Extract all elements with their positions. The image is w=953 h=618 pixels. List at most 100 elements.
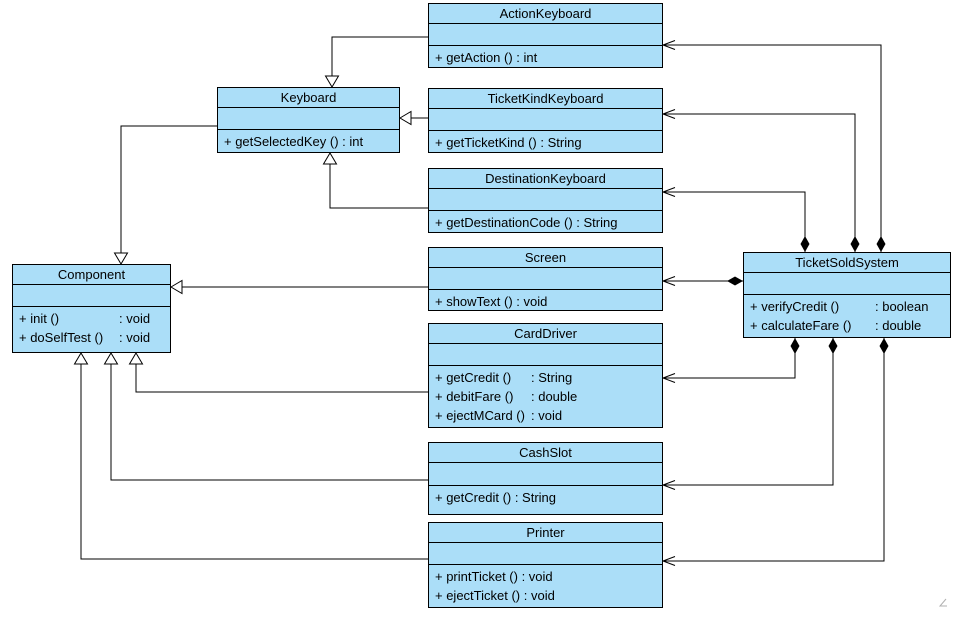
method-row: + printTicket () : void xyxy=(435,567,660,586)
method-row: + debitFare () : double xyxy=(435,387,660,406)
method-return-type: : void xyxy=(531,408,563,423)
connector-printer-extends-component[interactable] xyxy=(73,352,429,560)
connector-line xyxy=(80,353,428,560)
open-arrowhead-icon xyxy=(661,109,676,119)
composition-diamond-icon xyxy=(879,338,889,354)
open-arrowhead-icon xyxy=(661,556,676,566)
class-methods-compartment: + getCredit () : String + debitFare () : do… xyxy=(429,366,662,425)
class-box-carddriver[interactable]: CardDriver+ getCredit (): String+ debitF… xyxy=(428,323,663,428)
class-box-printer[interactable]: Printer+ printTicket () : void+ ejectTic… xyxy=(428,522,663,608)
class-methods-compartment: + showText () : void xyxy=(429,290,662,311)
connector-screen-extends-component[interactable] xyxy=(170,279,428,295)
class-title: TicketSoldSystem xyxy=(744,253,950,273)
connector-line xyxy=(135,353,428,393)
method-row: + ejectTicket () : void xyxy=(435,586,660,605)
class-attributes-compartment xyxy=(13,285,170,307)
class-methods-compartment: + getSelectedKey () : int xyxy=(218,130,399,151)
method-row: + ejectMCard (): void xyxy=(435,406,660,425)
method-signature: + getDestinationCode () : String xyxy=(435,215,618,230)
composition-diamond-icon xyxy=(800,236,810,252)
method-return-type: : void xyxy=(119,311,151,326)
class-box-actionkeyboard[interactable]: ActionKeyboard + getAction () : int xyxy=(428,3,663,68)
connector-ticketkindkeyboard-extends-keyboard[interactable] xyxy=(399,110,428,126)
inheritance-triangle-icon xyxy=(324,75,340,88)
method-return-type: : void xyxy=(119,330,151,345)
class-methods-compartment: + printTicket () : void+ ejectTicket () … xyxy=(429,565,662,605)
class-methods-compartment: + getTicketKind () : String xyxy=(429,131,662,152)
class-box-ticketsoldsystem[interactable]: TicketSoldSystem + verifyCredit () : boole… xyxy=(743,252,951,338)
method-signature: + verifyCredit () xyxy=(750,299,840,314)
composition-diamond-icon xyxy=(850,236,860,252)
inheritance-triangle-icon xyxy=(103,352,119,365)
class-attributes-compartment xyxy=(429,24,662,46)
class-box-keyboard[interactable]: Keyboard+ getSelectedKey () : int xyxy=(217,87,400,153)
method-return-type: : boolean xyxy=(875,299,929,314)
class-attributes-compartment xyxy=(429,109,662,131)
method-return-type: : double xyxy=(531,389,578,404)
method-signature: + showText () : void xyxy=(435,294,548,309)
class-box-ticketkindkeyboard[interactable]: TicketKindKeyboard + getTicketKind () : S… xyxy=(428,88,663,153)
connector-actionkeyboard-extends-keyboard[interactable] xyxy=(324,36,429,88)
connector-ticketsoldsystem-composes-ticketkindkeyboard[interactable] xyxy=(661,109,860,253)
method-signature: + init () xyxy=(19,311,60,326)
class-title: TicketKindKeyboard xyxy=(429,89,662,109)
open-arrowhead-icon xyxy=(661,276,676,286)
connector-ticketsoldsystem-composes-destinationkeyboard[interactable] xyxy=(661,187,810,253)
method-signature: + getCredit () xyxy=(435,370,512,385)
method-row: + getSelectedKey () : int xyxy=(224,132,397,151)
connector-line xyxy=(663,338,796,379)
inheritance-triangle-icon xyxy=(322,152,338,165)
connector-line xyxy=(663,44,882,252)
class-title: CashSlot xyxy=(429,443,662,463)
method-return-type: : double xyxy=(875,318,922,333)
class-attributes-compartment xyxy=(744,273,950,295)
connector-ticketsoldsystem-composes-cashslot[interactable] xyxy=(661,338,838,490)
class-methods-compartment: + init () : void + doSelfTest () : void xyxy=(13,307,170,347)
class-title: Component xyxy=(13,265,170,285)
class-methods-compartment: + getDestinationCode () : String xyxy=(429,211,662,232)
inheritance-triangle-icon xyxy=(128,352,144,365)
connector-ticketsoldsystem-composes-carddriver[interactable] xyxy=(661,338,800,383)
inheritance-triangle-icon xyxy=(73,352,89,365)
connector-line xyxy=(110,353,428,481)
connector-ticketsoldsystem-composes-actionkeyboard[interactable] xyxy=(661,40,886,253)
method-row: + getCredit () : String xyxy=(435,368,660,387)
connector-line xyxy=(663,113,856,252)
method-row: + showText () : void xyxy=(435,292,660,311)
class-box-cashslot[interactable]: CashSlot+ getCredit () : String xyxy=(428,442,663,515)
stray-mark xyxy=(938,598,947,607)
class-attributes-compartment xyxy=(429,344,662,366)
class-attributes-compartment xyxy=(429,189,662,211)
connector-line xyxy=(331,36,428,87)
class-attributes-compartment xyxy=(429,268,662,290)
connector-carddriver-extends-component[interactable] xyxy=(128,352,429,393)
connector-ticketsoldsystem-composes-printer[interactable] xyxy=(661,338,889,566)
connector-keyboard-extends-component[interactable] xyxy=(113,125,218,265)
method-return-type: : String xyxy=(531,370,573,385)
inheritance-triangle-icon xyxy=(399,110,412,126)
class-attributes-compartment xyxy=(429,543,662,565)
connector-cashslot-extends-component[interactable] xyxy=(103,352,429,481)
composition-diamond-icon xyxy=(727,276,743,286)
connector-ticketsoldsystem-composes-screen[interactable] xyxy=(661,276,743,286)
connector-line xyxy=(329,153,428,209)
class-title: ActionKeyboard xyxy=(429,4,662,24)
class-box-destinationkeyboard[interactable]: DestinationKeyboard + getDestinationCode … xyxy=(428,168,663,233)
composition-diamond-icon xyxy=(876,236,886,252)
method-row: + calculateFare (): double xyxy=(750,316,948,335)
class-box-screen[interactable]: Screen+ showText () : void xyxy=(428,247,663,311)
method-signature: + debitFare () xyxy=(435,389,514,404)
connector-line xyxy=(663,338,834,486)
method-row: + getAction () : int xyxy=(435,48,660,67)
method-signature: + getAction () : int xyxy=(435,50,538,65)
class-box-component[interactable]: Component + init () : void + doSelfTest ():… xyxy=(12,264,171,353)
method-signature: + doSelfTest () xyxy=(19,330,104,345)
class-title: DestinationKeyboard xyxy=(429,169,662,189)
class-attributes-compartment xyxy=(429,463,662,486)
method-row: + verifyCredit () : boolean xyxy=(750,297,948,316)
connector-destinationkeyboard-extends-keyboard[interactable] xyxy=(322,152,429,209)
method-signature: + getTicketKind () : String xyxy=(435,135,582,150)
